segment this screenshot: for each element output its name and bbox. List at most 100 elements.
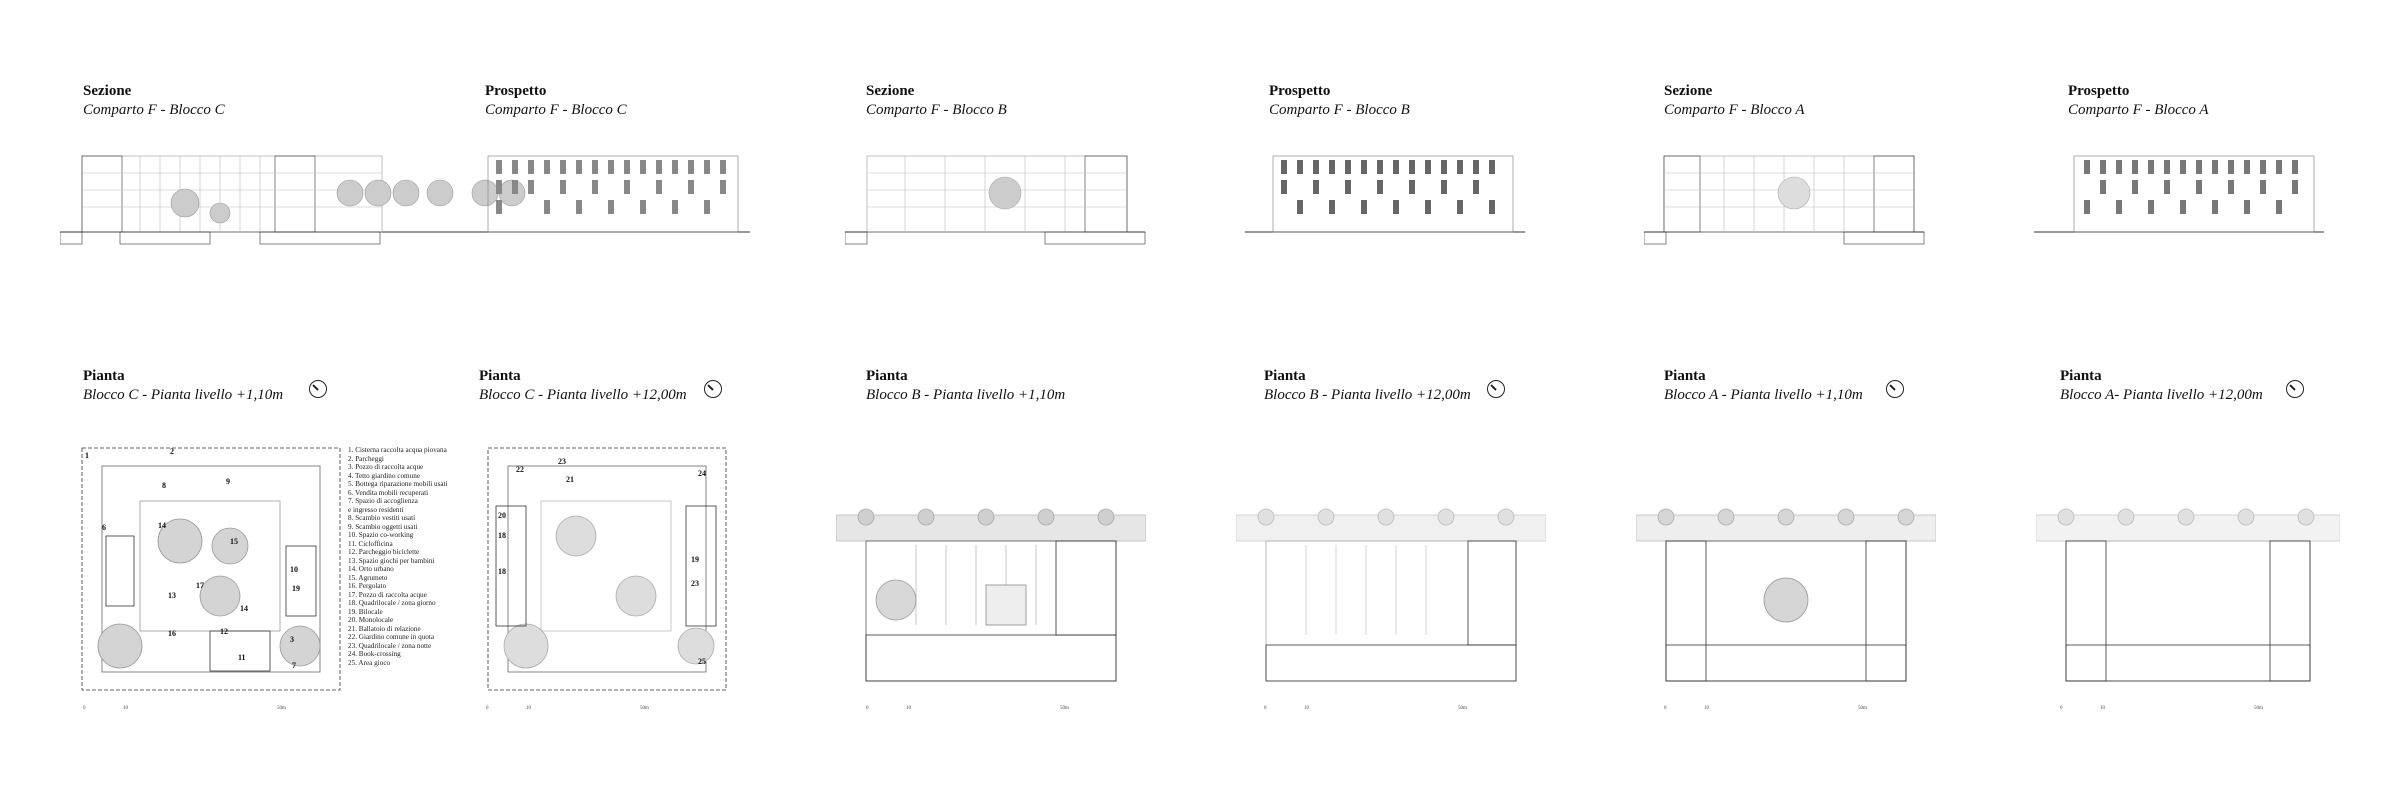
north-arrow-icon [1886, 380, 1904, 398]
plan-drawing-a-1200 [2036, 508, 2340, 682]
legend-item: 17. Pozzo di raccolta acque [348, 590, 427, 599]
section-title-pro-a: Prospetto Comparto F - Blocco A [2068, 82, 2209, 120]
scale-label: 10 [2100, 706, 2105, 711]
scale-label: 0 [486, 706, 489, 711]
scale-label: 50m [277, 706, 286, 711]
legend-item: 1. Cisterna raccolta acqua piovana [348, 446, 447, 454]
legend-item: 6. Vendita mobili recuperati [348, 488, 429, 497]
section-subtitle: Comparto F - Blocco C [83, 102, 225, 118]
legend-item: 25. Area gioco [348, 658, 391, 667]
room-number: 14 [158, 521, 166, 530]
section-heading: Prospetto [1269, 83, 1331, 99]
section-subtitle: Comparto F - Blocco C [485, 102, 627, 118]
legend-item: 8. Scambio vestiti usati [348, 514, 416, 522]
section-title-sez-c: Sezione Comparto F - Blocco C [83, 82, 225, 120]
section-subtitle: Comparto F - Blocco A [2068, 102, 2209, 118]
room-number: 24 [698, 469, 706, 478]
legend-item: 12. Parcheggio biciclette [348, 548, 420, 556]
scale-label: 10 [526, 706, 531, 711]
legend-item: 4. Tetto giardino comune [348, 471, 421, 480]
plan-drawing-c-110: 1 2 14 15 9 6 8 10 13 17 14 16 12 11 19 … [81, 447, 341, 691]
room-number: 15 [230, 537, 238, 546]
room-number: 17 [196, 581, 204, 590]
legend-item: 5. Bottega riparazione mobili usati [348, 480, 448, 488]
scale-label: 0 [83, 706, 86, 711]
plan-heading: Pianta [479, 368, 521, 384]
plan-drawing-a-110 [1636, 508, 1936, 682]
room-number: 12 [220, 627, 228, 636]
room-number: 25 [698, 657, 706, 666]
section-title-pro-c: Prospetto Comparto F - Blocco C [485, 82, 627, 120]
scale-label: 10 [906, 706, 911, 711]
plan-heading: Pianta [866, 368, 908, 384]
section-subtitle: Comparto F - Blocco A [1664, 102, 1805, 118]
room-number: 18 [498, 567, 506, 576]
north-arrow-icon [1487, 380, 1505, 398]
room-number: 18 [498, 531, 506, 540]
legend-item: 20. Monolocale [348, 616, 394, 624]
section-subtitle: Comparto F - Blocco B [866, 102, 1007, 118]
plan-heading: Pianta [83, 368, 125, 384]
room-number: 19 [292, 584, 300, 593]
room-number: 20 [498, 511, 506, 520]
scale-label: 0 [1664, 706, 1667, 711]
plan-title-c-110: Pianta Blocco C - Pianta livello +1,10m [83, 367, 283, 405]
scale-label: 50m [640, 706, 649, 711]
room-number: 14 [240, 604, 248, 613]
room-number: 21 [566, 475, 574, 484]
legend-item: 9. Scambio oggetti usati [348, 522, 418, 531]
room-number: 10 [290, 565, 298, 574]
legend-item: 13. Spazio giochi per bambini [348, 556, 435, 565]
room-number: 13 [168, 591, 176, 600]
plan-subtitle: Blocco B - Pianta livello +1,10m [866, 387, 1066, 403]
legend-item: 19. Bilocale [348, 607, 383, 616]
room-number: 23 [558, 457, 566, 466]
legend-item: e ingresso residenti [348, 505, 404, 514]
plan-subtitle: Blocco C - Pianta livello +12,00m [479, 387, 687, 403]
scale-label: 50m [1858, 706, 1867, 711]
plan-heading: Pianta [1264, 368, 1306, 384]
room-number: 3 [290, 635, 294, 644]
legend-item: 14. Orto urbano [348, 565, 394, 573]
section-drawing-b [845, 155, 1525, 245]
scale-label: 50m [1060, 706, 1069, 711]
legend-item: 24. Book-crossing [348, 650, 401, 658]
plan-title-b-1200: Pianta Blocco B - Pianta livello +12,00m [1264, 367, 1471, 405]
section-heading: Prospetto [2068, 83, 2130, 99]
section-heading: Prospetto [485, 83, 547, 99]
room-number: 8 [162, 481, 166, 490]
section-drawing-c [60, 155, 750, 245]
plan-subtitle: Blocco C - Pianta livello +1,10m [83, 387, 284, 403]
plan-title-c-1200: Pianta Blocco C - Pianta livello +12,00m [479, 367, 687, 405]
plan-heading: Pianta [2060, 368, 2102, 384]
north-arrow-icon [704, 380, 722, 398]
scale-label: 10 [123, 706, 128, 711]
section-heading: Sezione [1664, 83, 1713, 99]
room-number: 11 [238, 653, 246, 662]
scale-label: 0 [1264, 706, 1267, 711]
plan-drawing-c-1200: 22 23 24 21 20 18 19 25 18 23 [487, 447, 727, 691]
scale-label: 10 [1304, 706, 1309, 711]
plan-subtitle: Blocco A- Pianta livello +12,00m [2060, 387, 2263, 403]
room-number: 16 [168, 629, 176, 638]
plan-drawing-b-1200 [1236, 508, 1546, 682]
north-arrow-icon [309, 380, 327, 398]
room-number: 22 [516, 465, 524, 474]
legend-item: 18. Quadrilocale / zona giorno [348, 599, 436, 607]
legend-item: 21. Ballatoio di relazione [348, 624, 421, 633]
scale-label: 50m [2254, 706, 2263, 711]
legend-item: 23. Quadrilocale / zona notte [348, 641, 432, 650]
section-subtitle: Comparto F - Blocco B [1269, 102, 1410, 118]
legend-item: 2. Parcheggi [348, 454, 384, 463]
room-number: 6 [102, 523, 106, 532]
plan-title-a-1200: Pianta Blocco A- Pianta livello +12,00m [2060, 367, 2263, 405]
scale-label: 0 [2060, 706, 2063, 711]
section-drawing-a [1644, 155, 2324, 245]
legend-item: 3. Pozzo di raccolta acque [348, 463, 424, 471]
section-title-sez-a: Sezione Comparto F - Blocco A [1664, 82, 1805, 120]
legend-item: 16. Pergolato [348, 582, 387, 590]
section-title-sez-b: Sezione Comparto F - Blocco B [866, 82, 1007, 120]
plan-heading: Pianta [1664, 368, 1706, 384]
plan-title-b-110: Pianta Blocco B - Pianta livello +1,10m [866, 367, 1065, 405]
room-number: 19 [691, 555, 699, 564]
